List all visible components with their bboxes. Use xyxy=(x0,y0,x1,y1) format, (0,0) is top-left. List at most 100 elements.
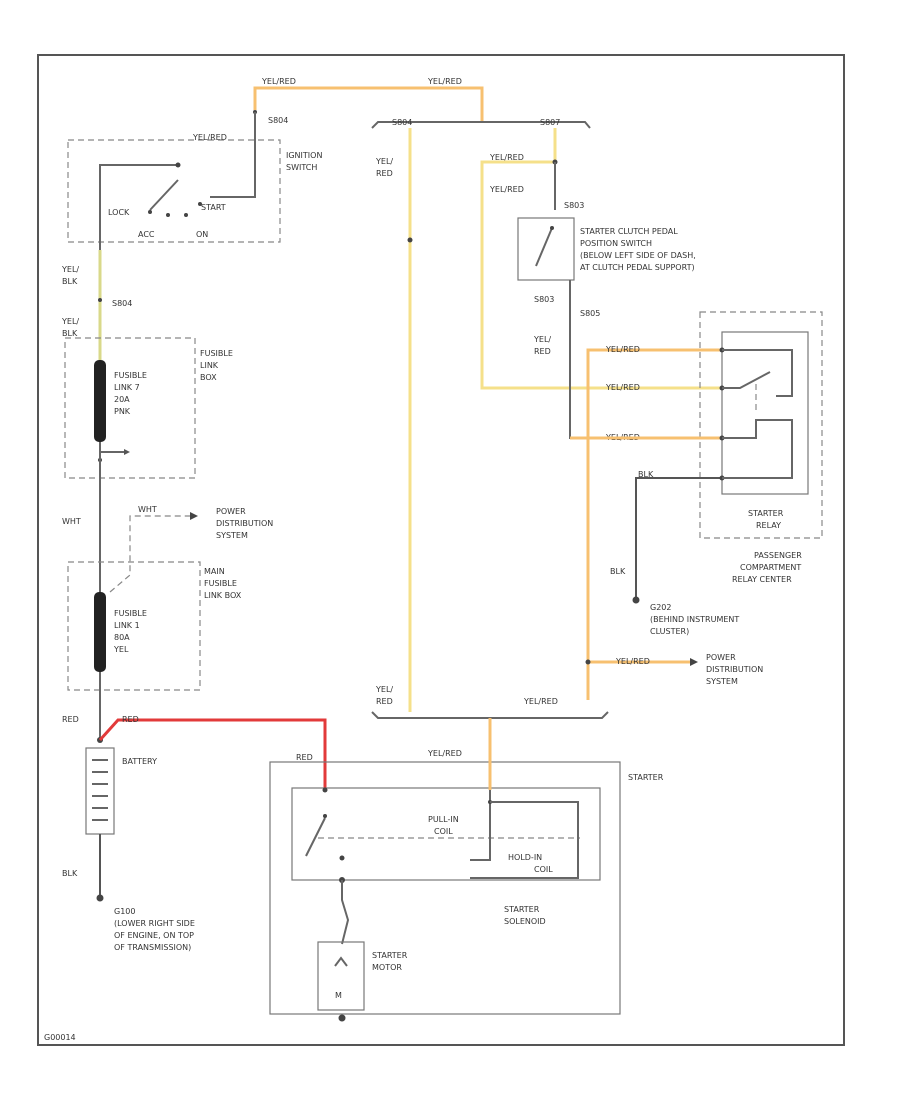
left-column: YEL/ BLK S804 YEL/ BLK FUSIBLE LINK 7 20… xyxy=(61,250,273,952)
label-pcrc-1: PASSENGER xyxy=(754,551,802,560)
label-ignition-out-wire: YEL/RED xyxy=(192,133,227,142)
label-ignition-switch-1: IGNITION xyxy=(286,151,322,160)
solenoid-contact-blade xyxy=(305,817,326,857)
label-starter-motor-1: STARTER xyxy=(372,951,408,960)
label-g202-1: G202 xyxy=(650,603,671,612)
label-g100-3: OF ENGINE, ON TOP xyxy=(114,931,194,940)
label-hold-in-2: COIL xyxy=(534,865,553,874)
label-main-fusible-1: MAIN xyxy=(204,567,225,576)
motor-ground xyxy=(338,1014,346,1022)
label-starter-solenoid-2: SOLENOID xyxy=(504,917,546,926)
label-yel-blk-2: BLK xyxy=(62,277,78,286)
label-g202-3: CLUSTER) xyxy=(650,627,689,636)
label-starter-motor-2: MOTOR xyxy=(372,963,402,972)
label-wht-wire-2: WHT xyxy=(138,505,157,514)
starter-relay-body xyxy=(721,331,809,495)
relay-coil xyxy=(722,419,793,479)
fusible-link-box xyxy=(64,337,196,479)
label-connector-top-left: S804 xyxy=(268,116,288,125)
label-bottom-left-yel-2: RED xyxy=(376,697,393,706)
label-fusible-link-7-1: FUSIBLE xyxy=(114,371,147,380)
label-main-fusible-3: LINK BOX xyxy=(204,591,242,600)
label-ignition-on: ON xyxy=(196,230,208,239)
label-mid-yel-2: RED xyxy=(534,347,551,356)
label-fusible-link-7-3: 20A xyxy=(114,395,130,404)
label-clutch-pin-bot: S803 xyxy=(534,295,554,304)
wire-top-split xyxy=(371,121,591,129)
label-top-wire-right: YEL/RED xyxy=(427,77,462,86)
passenger-relay-center-box xyxy=(699,311,823,539)
label-yel-blk-3: YEL/ xyxy=(61,317,79,326)
label-ignition-start: START xyxy=(201,203,226,212)
label-centre-yel-1: YEL/ xyxy=(375,157,393,166)
ground-g202 xyxy=(632,596,640,604)
label-clutch-1: STARTER CLUTCH PEDAL xyxy=(580,227,678,236)
label-power-dist-1-2: DISTRIBUTION xyxy=(216,519,273,528)
relay-contact-path xyxy=(722,371,771,389)
wire-ignition-out xyxy=(210,112,256,198)
label-g100-4: OF TRANSMISSION) xyxy=(114,943,191,952)
arrow-power-dist-2 xyxy=(690,658,698,666)
label-clutch-4: AT CLUTCH PEDAL SUPPORT) xyxy=(580,263,695,272)
wire-clutch-out xyxy=(569,280,720,439)
label-fusible-link-box-1: FUSIBLE xyxy=(200,349,233,358)
label-starter: STARTER xyxy=(628,773,664,782)
wire-relay-ground xyxy=(635,477,720,598)
battery-symbol xyxy=(85,747,115,835)
label-hold-in-1: HOLD-IN xyxy=(508,853,542,862)
label-battery-connector: RED xyxy=(62,715,79,724)
arrow-power-dist-1 xyxy=(190,512,198,520)
label-pcrc-3: RELAY CENTER xyxy=(732,575,792,584)
solenoid-motor-terminal xyxy=(339,855,345,861)
label-main-fusible-2: FUSIBLE xyxy=(204,579,237,588)
label-power-dist-2-2: DISTRIBUTION xyxy=(706,665,763,674)
label-red-starter: RED xyxy=(296,753,313,762)
wire-bottom-split xyxy=(371,711,609,719)
label-pull-in-1: PULL-IN xyxy=(428,815,459,824)
wire-clutch-loop xyxy=(480,128,720,390)
label-relay-wire-2: YEL/RED xyxy=(605,383,640,392)
label-clutch-in-wire-2: YEL/RED xyxy=(489,185,524,194)
label-clutch-3: (BELOW LEFT SIDE OF DASH, xyxy=(580,251,696,260)
label-yel-blk-1: YEL/ xyxy=(61,265,79,274)
wire-hold-in xyxy=(470,801,579,879)
ignition-contact-acc xyxy=(166,213,170,217)
label-starter-solenoid-1: STARTER xyxy=(504,905,540,914)
label-wht-wire: WHT xyxy=(62,517,81,526)
label-motor-m: M xyxy=(335,991,342,1000)
label-blk-ground: BLK xyxy=(610,567,626,576)
starter-motor-body xyxy=(317,941,365,1011)
solenoid-contact xyxy=(323,814,327,818)
label-blk-battery: BLK xyxy=(62,869,78,878)
label-clutch-2: POSITION SWITCH xyxy=(580,239,652,248)
starter-solenoid-box xyxy=(291,787,601,881)
centre-column: YEL/ RED YEL/ RED xyxy=(371,128,609,719)
label-fusible-link-box-3: BOX xyxy=(200,373,217,382)
label-starter-in-wire: YEL/RED xyxy=(427,749,462,758)
starter-relay: YEL/RED YEL/RED YEL/RED BLK STARTER RELA… xyxy=(570,311,823,700)
ignition-contact-lock xyxy=(148,210,152,214)
label-pcrc-2: COMPARTMENT xyxy=(740,563,801,572)
junction-power-dist-2 xyxy=(585,659,591,665)
label-power-dist-2-1: POWER xyxy=(706,653,736,662)
ground-g100 xyxy=(96,894,104,902)
label-ignition-lock: LOCK xyxy=(108,208,130,217)
label-connector-ign-in: S804 xyxy=(112,299,132,308)
starter-assembly: YEL/RED RED STARTER PULL-IN COIL HOLD-IN… xyxy=(269,718,664,1022)
label-fusible-link-1-3: 80A xyxy=(114,633,130,642)
label-connector-top-mid-left: S804 xyxy=(392,118,412,127)
label-pull-in-2: COIL xyxy=(434,827,453,836)
clutch-pedal-switch: YEL/RED YEL/RED S803 STARTER CLUTCH PEDA… xyxy=(480,128,720,439)
label-centre-yel-2: RED xyxy=(376,169,393,178)
wire-red-battery-starter xyxy=(98,718,327,790)
clutch-switch-body xyxy=(517,217,575,281)
label-connector-top-mid-right: S807 xyxy=(540,118,560,127)
label-power-dist-1-1: POWER xyxy=(216,507,246,516)
fusible-link-7 xyxy=(94,360,106,442)
label-relay-blk: BLK xyxy=(638,470,654,479)
ignition-switch-blade xyxy=(149,179,179,211)
starter-outer-box xyxy=(269,761,621,1015)
starter-bat-terminal xyxy=(322,787,328,793)
wire-to-motor xyxy=(341,880,350,945)
